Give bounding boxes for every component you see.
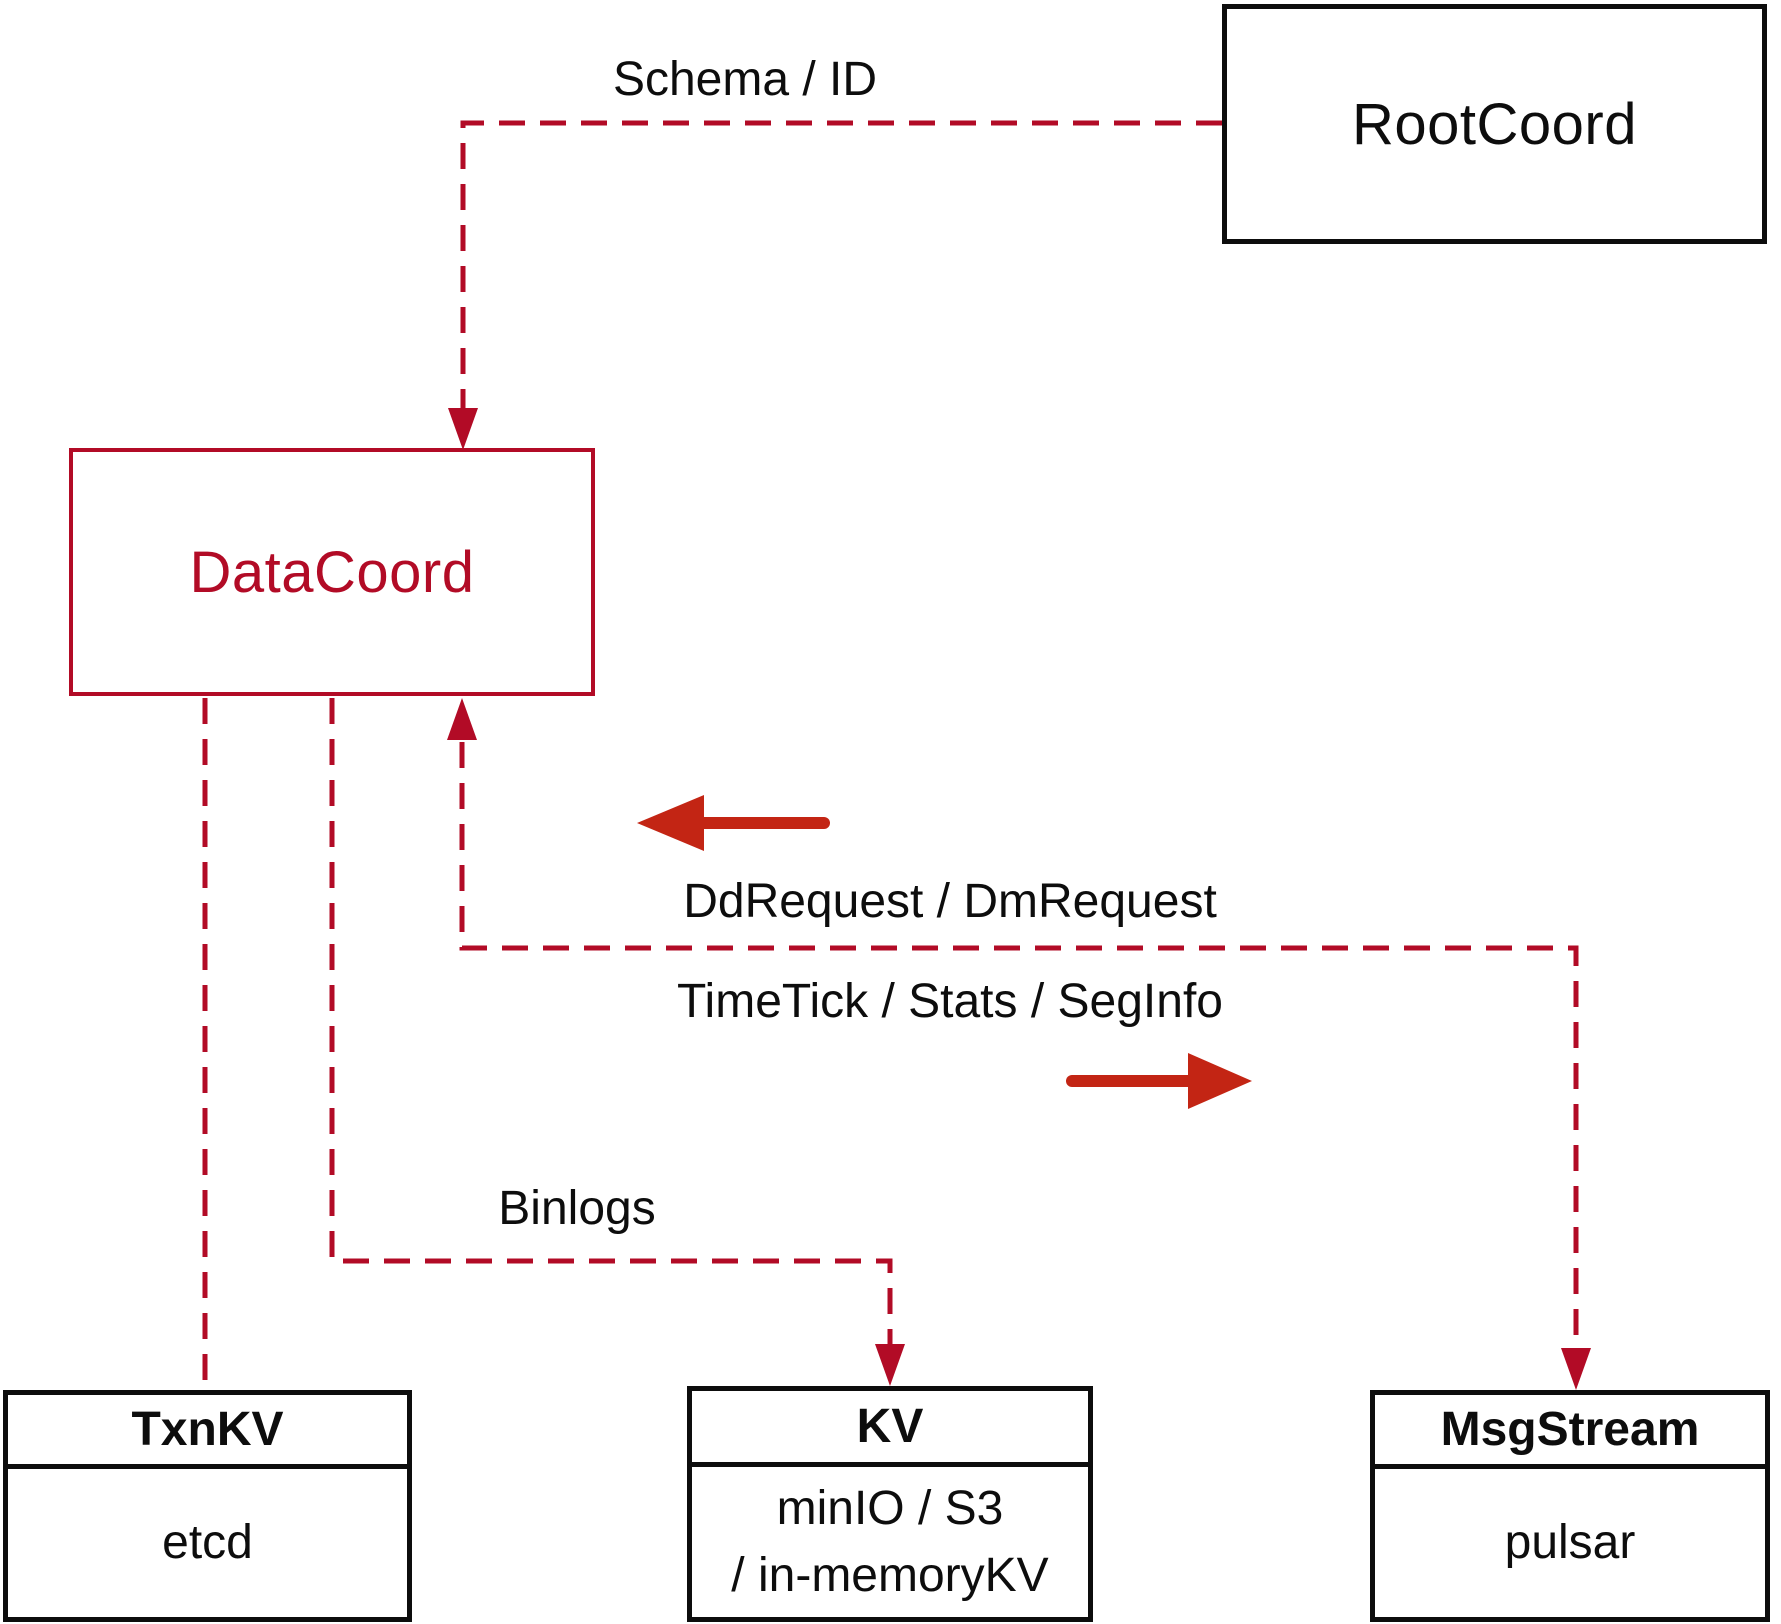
ddrequest-timetick-edge bbox=[447, 698, 1591, 1390]
binlogs-arrowhead-icon bbox=[875, 1344, 905, 1386]
rootcoord-label: RootCoord bbox=[1352, 91, 1637, 157]
ddrequest-timetick-edge-line bbox=[459, 742, 1579, 1348]
datacoord-label: DataCoord bbox=[189, 539, 475, 605]
timetick-stats-seginfo-edge-label: TimeTick / Stats / SegInfo bbox=[677, 975, 1223, 1028]
right-flow-arrow-icon bbox=[1066, 1053, 1252, 1109]
txnkv-body: etcd bbox=[162, 1516, 253, 1570]
kv-body: minIO / S3 / in-memoryKV bbox=[692, 1467, 1088, 1617]
schema-id-arrowhead-icon bbox=[448, 408, 478, 450]
msgstream-node: MsgStream pulsar bbox=[1370, 1390, 1770, 1622]
datacoord-node: DataCoord bbox=[69, 448, 595, 696]
kv-title: KV bbox=[692, 1391, 1088, 1467]
left-flow-arrow-head bbox=[637, 795, 704, 851]
msgstream-body: pulsar bbox=[1504, 1516, 1636, 1570]
ddrequest-dmrequest-edge-label: DdRequest / DmRequest bbox=[683, 875, 1217, 928]
kv-body-line2: / in-memoryKV bbox=[731, 1549, 1049, 1602]
kv-node: KV minIO / S3 / in-memoryKV bbox=[687, 1386, 1093, 1622]
kv-body-line1: minIO / S3 bbox=[776, 1481, 1004, 1535]
txnkv-node: TxnKV etcd bbox=[3, 1390, 412, 1622]
binlogs-edge-line bbox=[329, 698, 893, 1344]
rootcoord-node: RootCoord bbox=[1222, 4, 1767, 244]
binlogs-edge-label: Binlogs bbox=[498, 1182, 656, 1235]
txnkv-title: TxnKV bbox=[8, 1395, 407, 1469]
right-flow-arrow-head bbox=[1188, 1053, 1252, 1109]
datacoord-up-arrowhead-icon bbox=[447, 698, 477, 740]
left-flow-arrow-icon bbox=[637, 795, 830, 851]
msgstream-down-arrowhead-icon bbox=[1561, 1348, 1591, 1390]
schema-id-edge-label: Schema / ID bbox=[612, 53, 878, 106]
schema-id-edge-line bbox=[460, 120, 1222, 408]
binlogs-edge bbox=[329, 698, 905, 1386]
schema-id-edge bbox=[448, 120, 1222, 450]
msgstream-title: MsgStream bbox=[1375, 1395, 1765, 1469]
